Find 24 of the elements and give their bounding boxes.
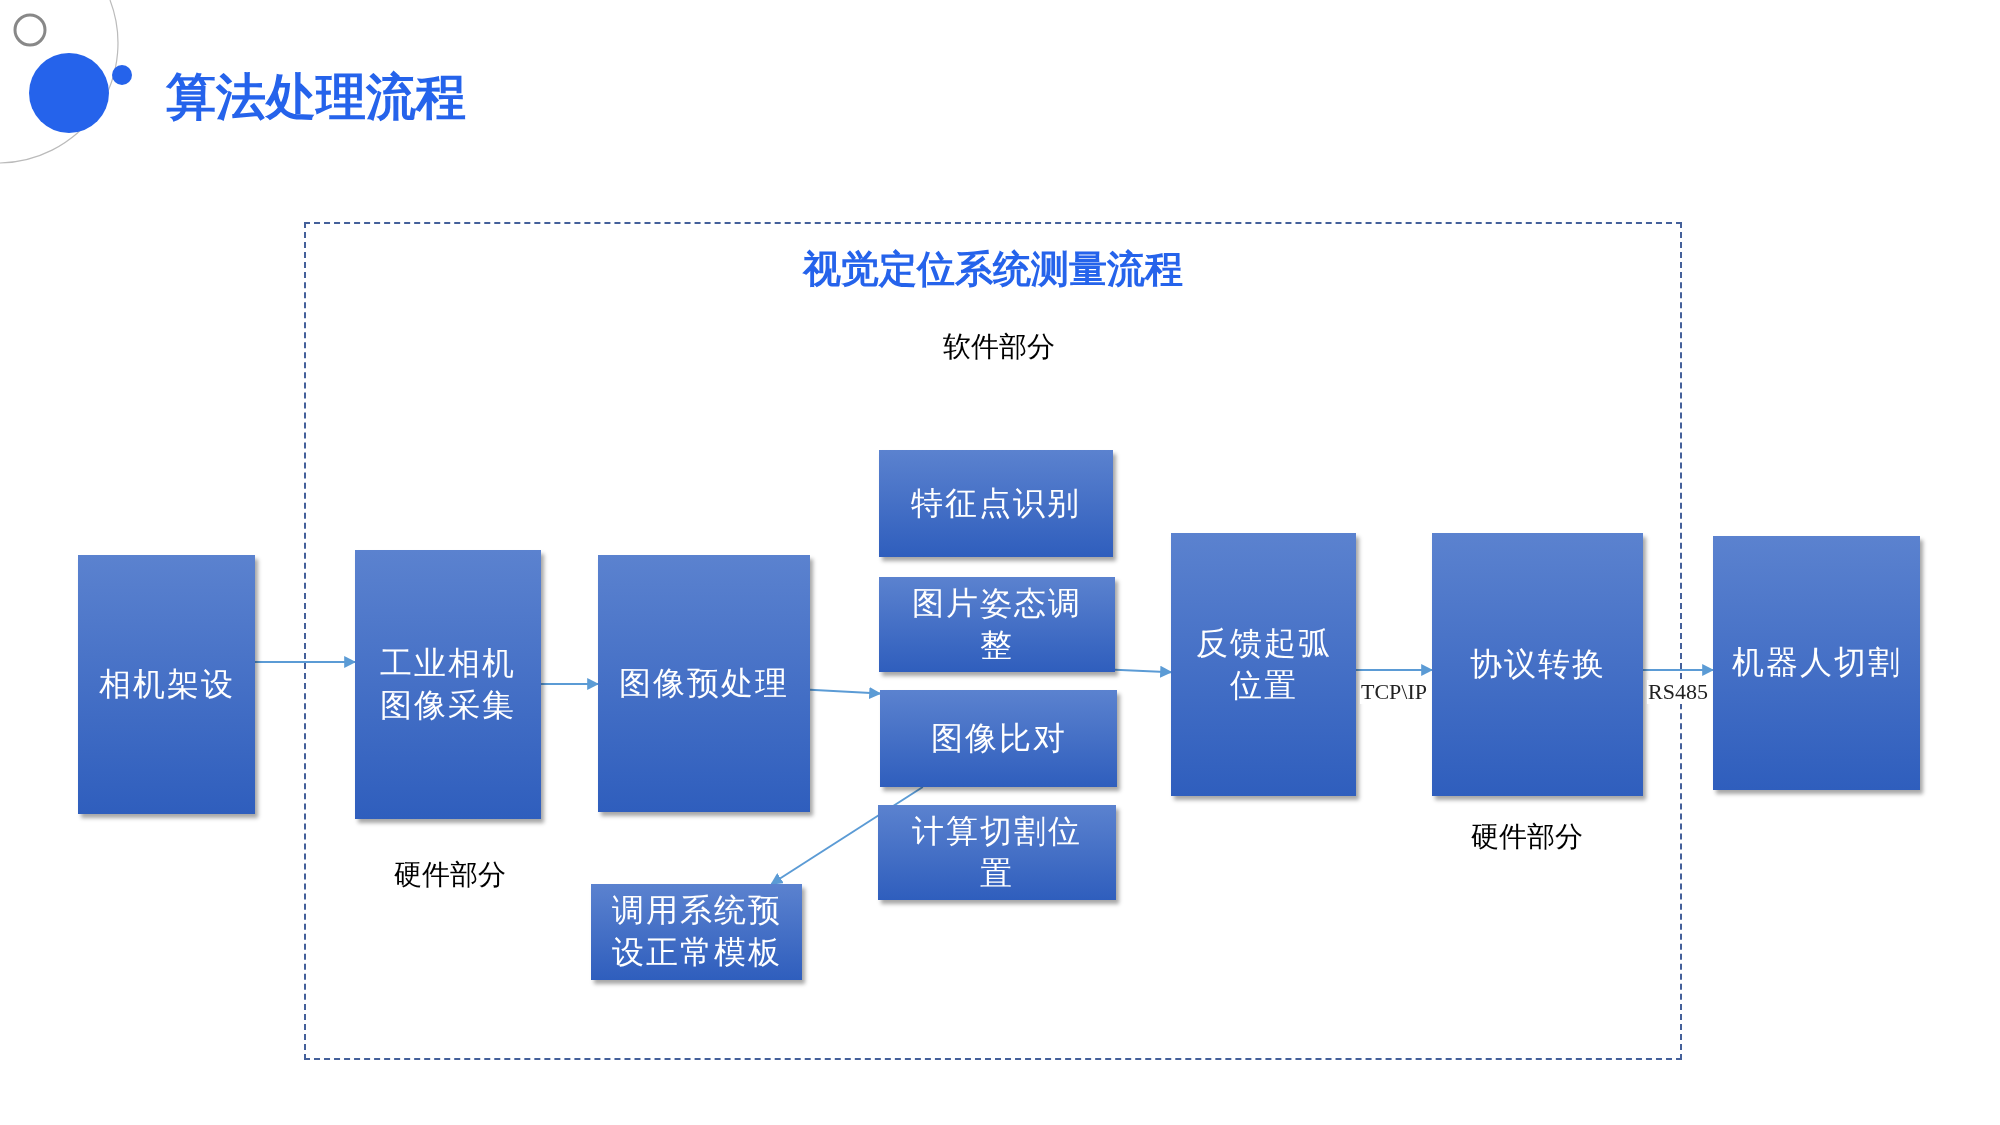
process-box: 图片姿态调整 <box>879 577 1115 672</box>
arrow <box>254 656 357 668</box>
process-box: 机器人切割 <box>1713 536 1920 790</box>
arrow <box>1355 664 1434 676</box>
process-box: 特征点识别 <box>879 450 1113 557</box>
arrow <box>1114 665 1173 678</box>
process-box: 反馈起弧位置 <box>1171 533 1356 796</box>
arrow <box>1642 664 1715 676</box>
frame-title: 视觉定位系统测量流程 <box>801 247 1184 292</box>
slide-title: 算法处理流程 <box>166 68 466 127</box>
section-label: 硬件部分 <box>1471 820 1583 854</box>
process-box: 计算切割位置 <box>878 805 1116 900</box>
process-box: 工业相机图像采集 <box>355 550 541 819</box>
process-box: 协议转换 <box>1432 533 1643 796</box>
process-box: 调用系统预设正常模板 <box>591 884 802 980</box>
section-label: 软件部分 <box>943 330 1055 364</box>
process-box: 图像预处理 <box>598 555 810 812</box>
arrow <box>770 786 924 885</box>
arrow <box>809 687 882 699</box>
arrow <box>540 678 600 690</box>
section-label: 硬件部分 <box>394 858 506 892</box>
process-box: 图像比对 <box>880 690 1117 787</box>
edge-label: RS485 <box>1647 680 1709 705</box>
process-box: 相机架设 <box>78 555 255 814</box>
